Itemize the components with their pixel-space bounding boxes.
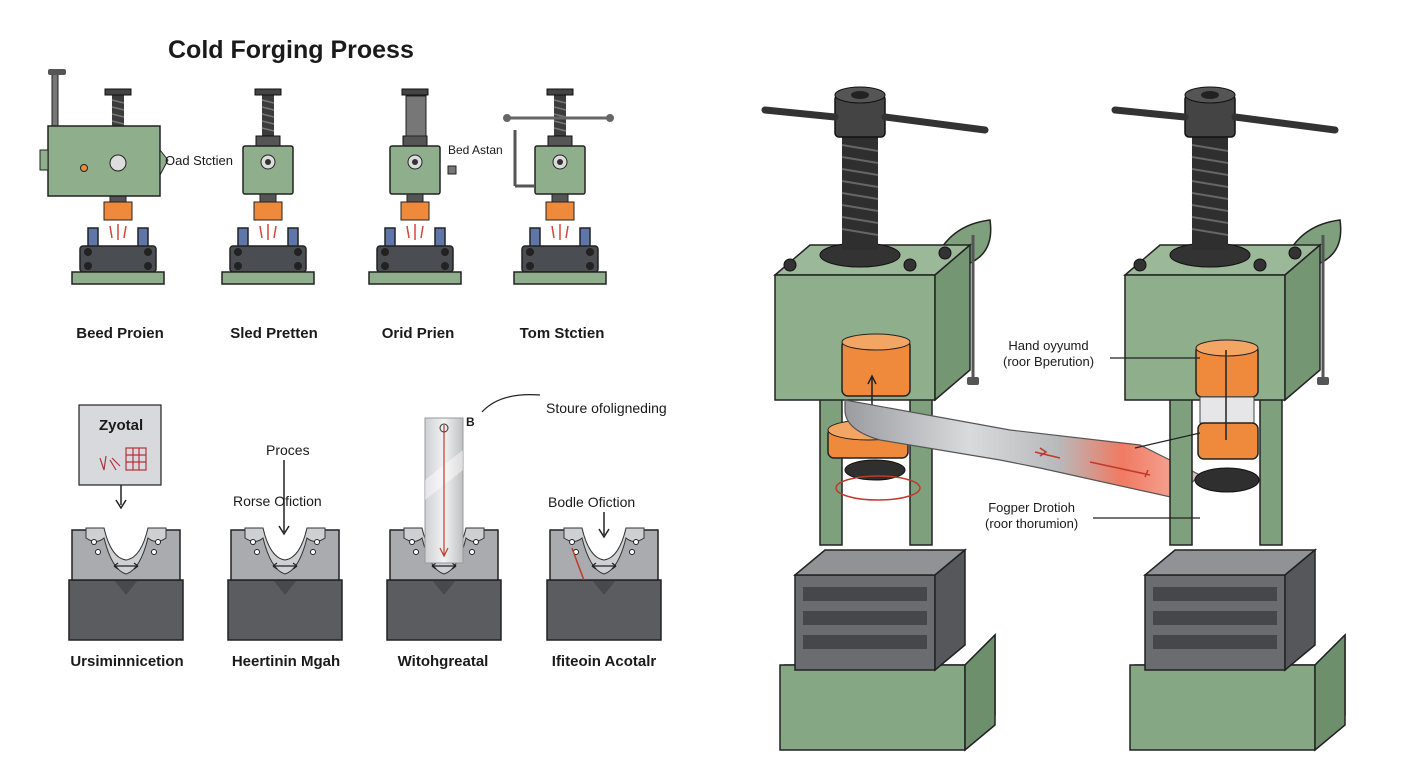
station-1-caption: Beed Proien (76, 325, 164, 342)
callout-right-2-sub: (roor thorumion) (985, 516, 1079, 531)
callout-top-label: Stoure ofoligneding (546, 400, 667, 416)
station-1-side-label: Oad Stctien (165, 153, 233, 168)
die-4-caption: Ifiteoin Acotalr (551, 653, 657, 670)
station-3-caption: Orid Prien (381, 325, 455, 342)
station-4-caption: Tom Stctien (519, 325, 605, 342)
die-4-top-label: Bodle Ofiction (548, 494, 636, 510)
station-3-side-label: Bed Astan (448, 143, 503, 157)
die-station-4 (546, 512, 662, 641)
mini-press-2 (221, 88, 315, 285)
die-station-1 (68, 404, 184, 641)
callout-right-1-sub: (roor Bperution) (1003, 354, 1095, 369)
callout-right-2: Fogper Drotioh (roor thorumion) (985, 500, 1078, 532)
die-2-caption: Heertinin Mgah (231, 653, 341, 670)
callout-right-1-title: Hand oyyumd (1008, 338, 1089, 353)
die-1-top-label: Zyotal (99, 417, 144, 434)
diagram-title: Cold Forging Proess (168, 36, 414, 64)
die-3-top-label: B (466, 415, 475, 429)
station-2-caption: Sled Pretten (230, 325, 318, 342)
callout-right-1: Hand oyyumd (roor Bperution) (1003, 338, 1094, 370)
big-press-right (1115, 87, 1345, 750)
die-station-2 (227, 460, 343, 641)
big-press-left (765, 87, 995, 750)
die-station-3 (386, 394, 541, 641)
mini-press-3 (368, 88, 462, 285)
die-2-mid-label: Rorse Ofiction (233, 493, 322, 509)
die-3-caption: Witohgreatal (397, 653, 489, 670)
mini-press-4 (503, 88, 614, 285)
mini-press-1 (39, 69, 169, 285)
callout-right-2-title: Fogper Drotioh (988, 500, 1075, 515)
die-2-top-label: Proces (266, 442, 310, 458)
die-1-caption: Ursiminnicetion (70, 653, 184, 670)
